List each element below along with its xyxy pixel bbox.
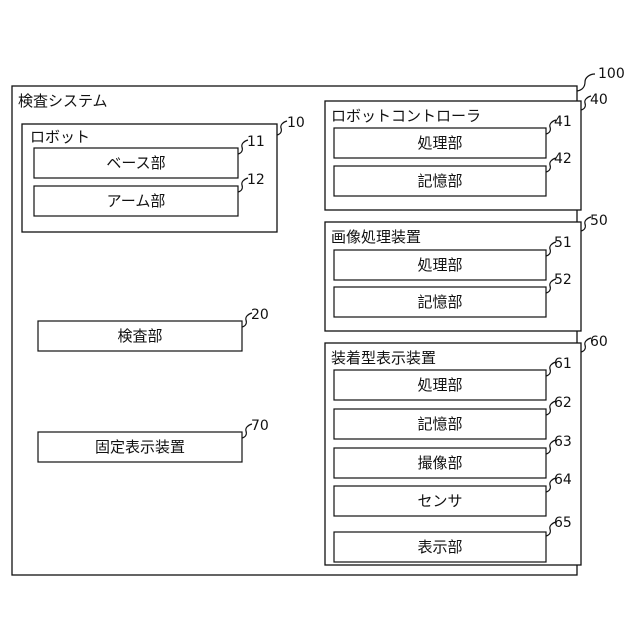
wearable-display-label: 装着型表示装置 bbox=[331, 349, 436, 367]
image-storage-unit-label: 記憶部 bbox=[417, 293, 462, 311]
robot-ref-number: 10 bbox=[287, 115, 305, 131]
image-storage-unit-ref-number: 52 bbox=[554, 272, 572, 288]
image-processor-block: 画像処理装置 50 処理部 51 記憶部 52 bbox=[325, 213, 608, 331]
image-processor-ref-number: 50 bbox=[590, 213, 608, 229]
base-unit-ref-number: 11 bbox=[247, 134, 265, 150]
inspection-unit-ref-number: 20 bbox=[251, 307, 269, 323]
sensor-label: センサ bbox=[417, 492, 462, 510]
inspection-system-ref-leader bbox=[577, 74, 595, 91]
wearable-display-ref-number: 60 bbox=[590, 334, 608, 350]
robot-controller-ref-number: 40 bbox=[590, 92, 608, 108]
controller-storage-unit-label: 記憶部 bbox=[417, 172, 462, 190]
fixed-display-label: 固定表示装置 bbox=[95, 438, 185, 456]
inspection-unit-label: 検査部 bbox=[117, 327, 162, 345]
arm-unit-label: アーム部 bbox=[107, 192, 166, 210]
image-processing-unit-label: 処理部 bbox=[417, 256, 462, 274]
robot-block: ロボット 10 ベース部 11 アーム部 12 bbox=[22, 115, 305, 232]
display-unit-label: 表示部 bbox=[417, 538, 462, 556]
wearable-processing-unit-ref-number: 61 bbox=[554, 356, 572, 372]
controller-storage-unit-ref-number: 42 bbox=[554, 151, 572, 167]
wearable-storage-unit-ref-number: 62 bbox=[554, 395, 572, 411]
image-processing-unit-ref-number: 51 bbox=[554, 235, 572, 251]
arm-unit-ref-number: 12 bbox=[247, 172, 265, 188]
sensor-ref-number: 64 bbox=[554, 472, 572, 488]
display-unit-ref-number: 65 bbox=[554, 515, 572, 531]
wearable-storage-unit-label: 記憶部 bbox=[417, 415, 462, 433]
robot-controller-block: ロボットコントローラ 40 処理部 41 記憶部 42 bbox=[325, 92, 608, 210]
controller-processing-unit-ref-number: 41 bbox=[554, 114, 572, 130]
controller-processing-unit-label: 処理部 bbox=[417, 134, 462, 152]
inspection-system-ref-number: 100 bbox=[598, 66, 625, 82]
imaging-unit-label: 撮像部 bbox=[417, 454, 462, 472]
image-processor-label: 画像処理装置 bbox=[331, 228, 421, 246]
wearable-display-block: 装着型表示装置 60 処理部 61 記憶部 62 撮像部 63 センサ 64 bbox=[325, 334, 608, 565]
robot-controller-label: ロボットコントローラ bbox=[331, 107, 481, 125]
imaging-unit-ref-number: 63 bbox=[554, 434, 572, 450]
wearable-processing-unit-label: 処理部 bbox=[417, 376, 462, 394]
robot-label: ロボット bbox=[30, 128, 90, 146]
base-unit-label: ベース部 bbox=[106, 154, 165, 172]
inspection-system-label: 検査システム bbox=[18, 92, 108, 110]
fixed-display-ref-number: 70 bbox=[251, 418, 269, 434]
